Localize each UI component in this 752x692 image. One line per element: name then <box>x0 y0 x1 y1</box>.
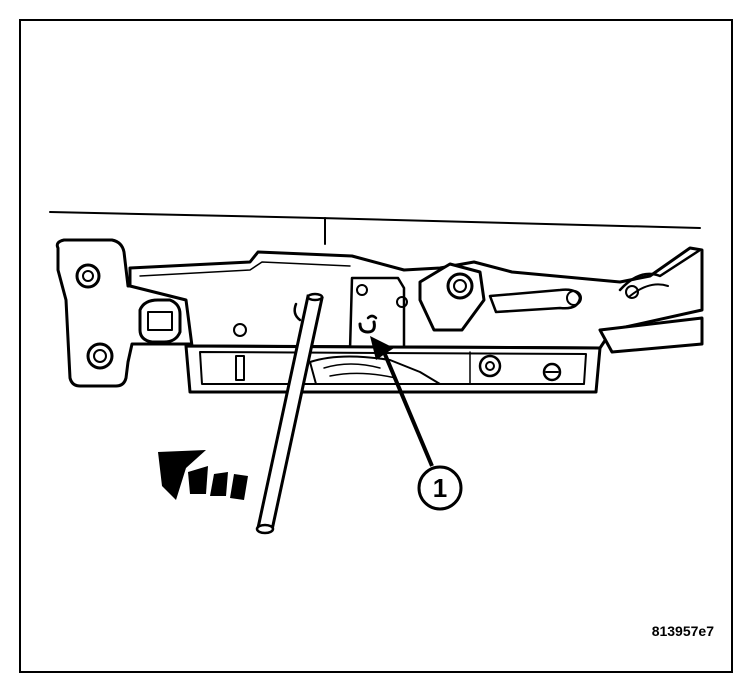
curved-dashed-arrow-icon <box>158 450 248 500</box>
callout-1: 1 <box>417 465 463 511</box>
pin-punch-tool <box>255 292 324 535</box>
figure-id: 813957e7 <box>652 623 715 639</box>
callout-leader-arrow <box>370 336 434 467</box>
callout-number: 1 <box>433 473 447 503</box>
